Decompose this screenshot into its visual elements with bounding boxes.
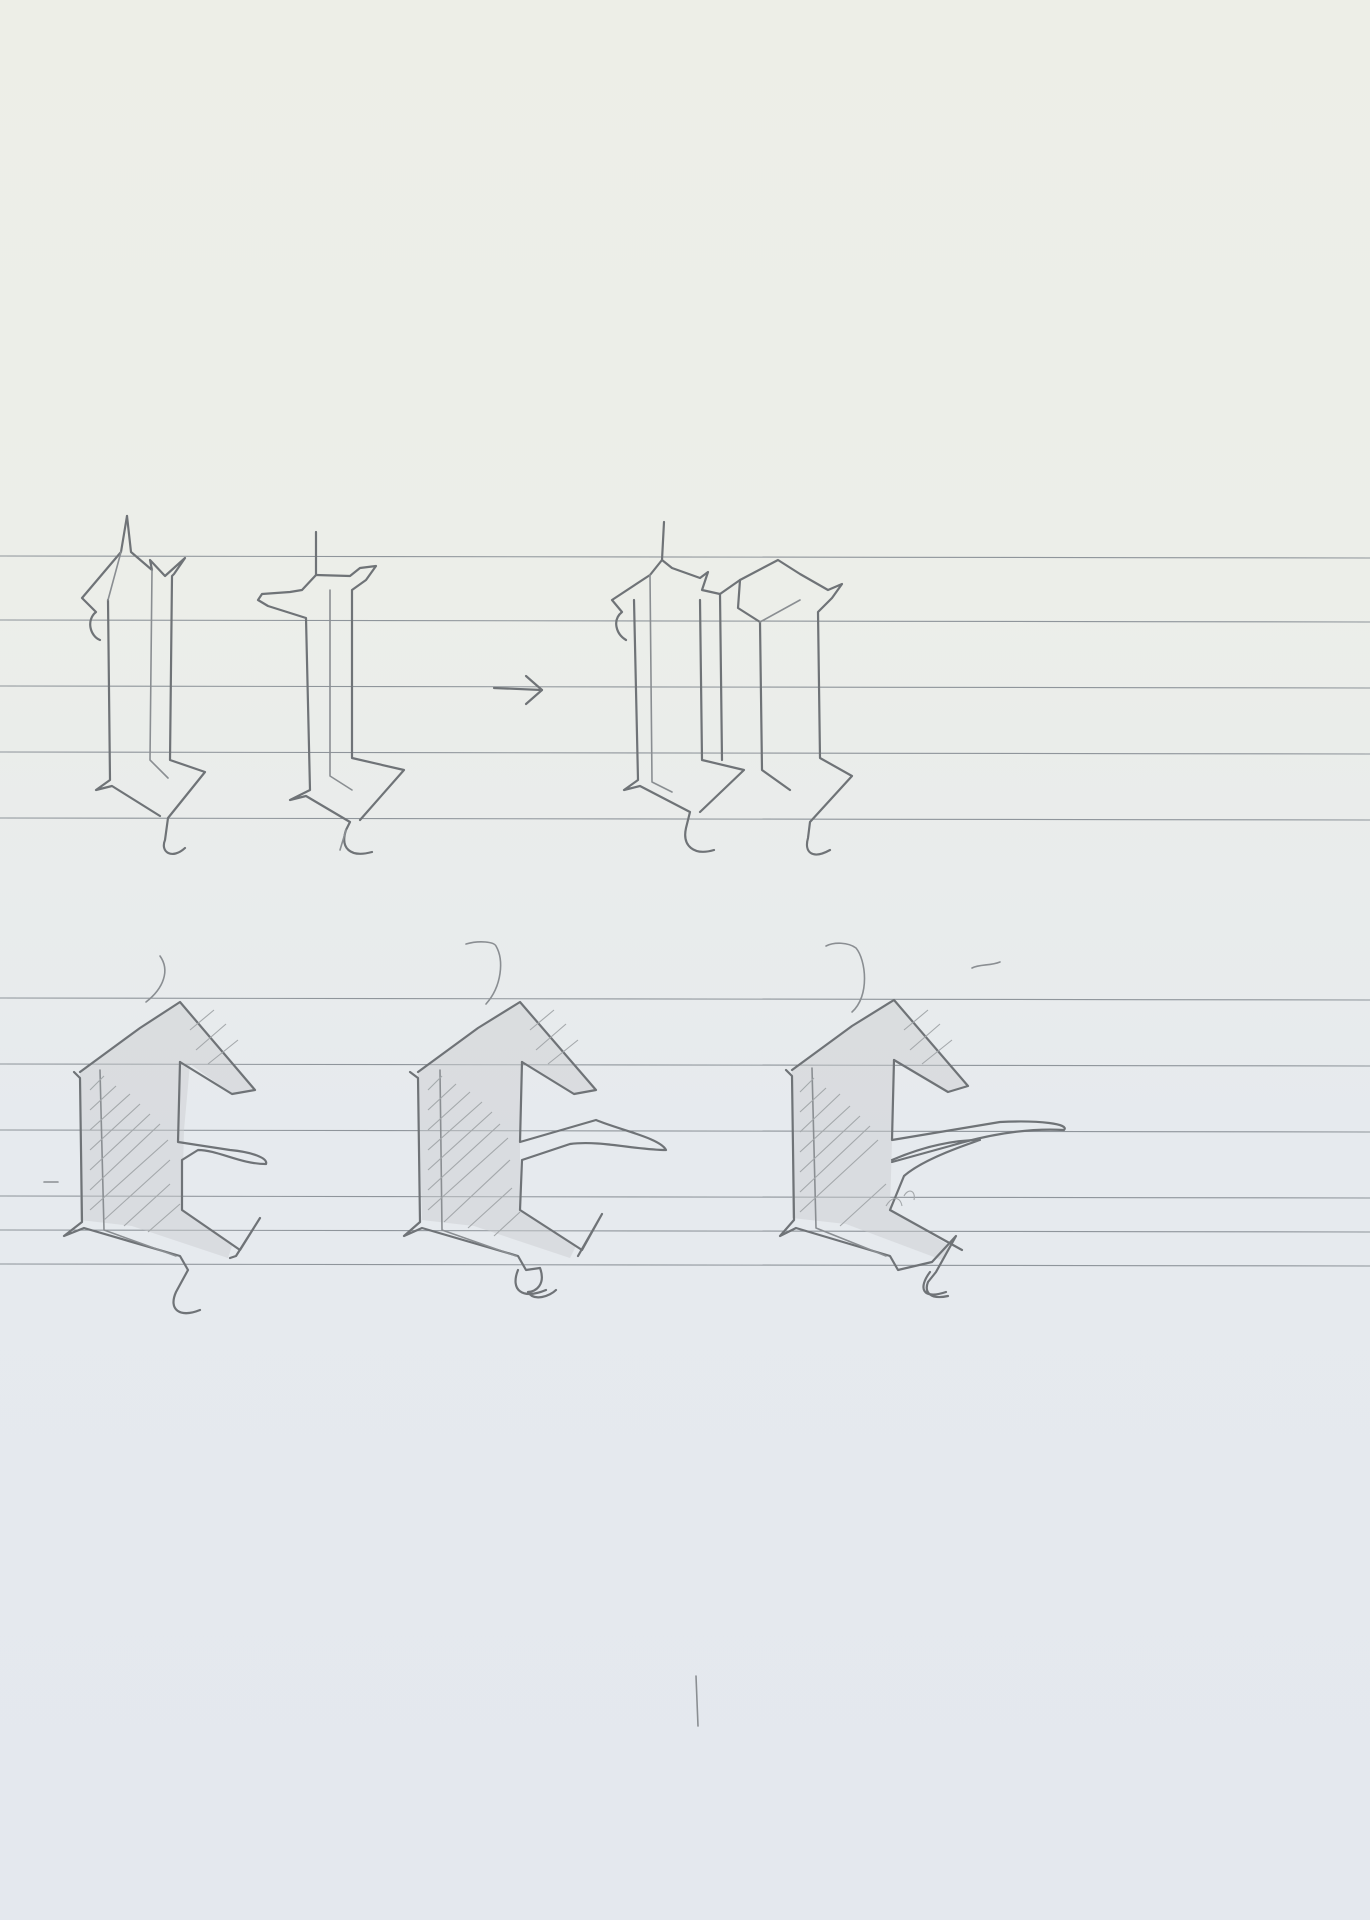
letter-e-2 [402, 941, 668, 1299]
guide-line [0, 1195, 1370, 1199]
guide-line [0, 751, 1370, 755]
guide-line [0, 1063, 1370, 1067]
letter-n [610, 520, 854, 856]
hatching [427, 1009, 579, 1237]
guide-line [0, 619, 1370, 623]
stray-marks [43, 961, 1001, 1727]
arrow-icon [492, 674, 544, 706]
letter-e-3 [778, 942, 1066, 1299]
stray-mark [971, 961, 1001, 969]
guide-line [0, 1229, 1370, 1233]
guide-line [0, 997, 1370, 1001]
hatching [89, 1009, 239, 1233]
letter-e-1 [62, 955, 268, 1315]
stray-mark [695, 1675, 699, 1727]
guide-line [0, 555, 1370, 559]
guide-lines [0, 555, 1370, 1267]
guide-line [0, 1129, 1370, 1133]
minim-stroke-1 [80, 514, 207, 856]
hatching [799, 1009, 953, 1227]
guide-line [0, 685, 1370, 689]
minim-stroke-2 [256, 530, 406, 855]
guide-line [0, 817, 1370, 821]
guide-line [0, 1263, 1370, 1267]
